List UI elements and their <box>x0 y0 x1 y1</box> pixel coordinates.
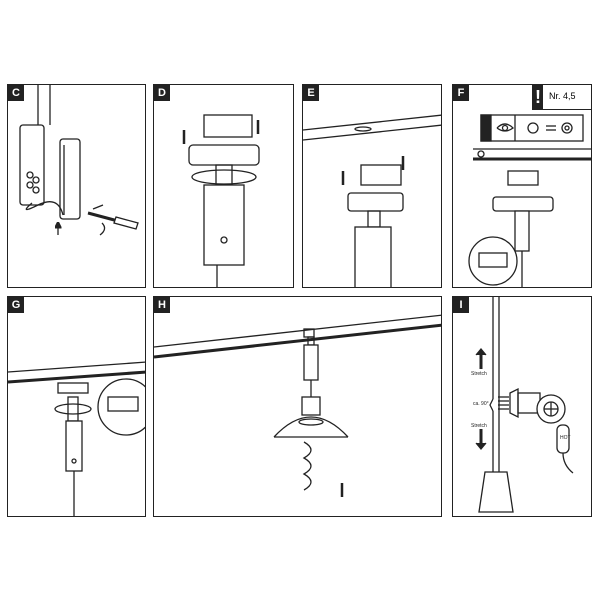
warning-icon: ! <box>533 85 543 109</box>
cable-clamp-drawing <box>19 85 139 236</box>
panel-i: I Stretch ca. 90° Stretch HOT <box>452 296 592 517</box>
panel-h: H <box>153 296 442 517</box>
polarity-drawing <box>468 114 591 287</box>
panel-label: C <box>8 85 24 101</box>
stretch-down-label: Stretch <box>471 423 487 429</box>
stretch-up-label: Stretch <box>471 371 487 377</box>
panel-d: D <box>153 84 294 288</box>
panel-e: E <box>302 84 442 288</box>
panel-label: E <box>303 85 319 101</box>
panel-label: F <box>453 85 469 101</box>
note-text: Nr. 4,5 <box>549 91 576 101</box>
panel-label: I <box>453 297 469 313</box>
adapter-twist-drawing <box>182 114 260 287</box>
cable-stretch-drawing <box>475 297 574 513</box>
panel-g: G <box>7 296 146 517</box>
panel-f: F ! Nr. 4,5 <box>452 84 592 288</box>
panel-label: G <box>8 297 24 313</box>
panel-label: D <box>154 85 170 101</box>
hot-label: HOT <box>560 435 571 441</box>
note-box: ! Nr. 4,5 <box>532 85 591 110</box>
angle-label: ca. 90° <box>473 401 489 407</box>
panel-c: C <box>7 84 146 288</box>
shade-assembly-drawing <box>154 314 441 497</box>
panel-label: H <box>154 297 170 313</box>
track-lock-drawing <box>8 361 145 516</box>
track-insertion-drawing <box>303 114 441 287</box>
